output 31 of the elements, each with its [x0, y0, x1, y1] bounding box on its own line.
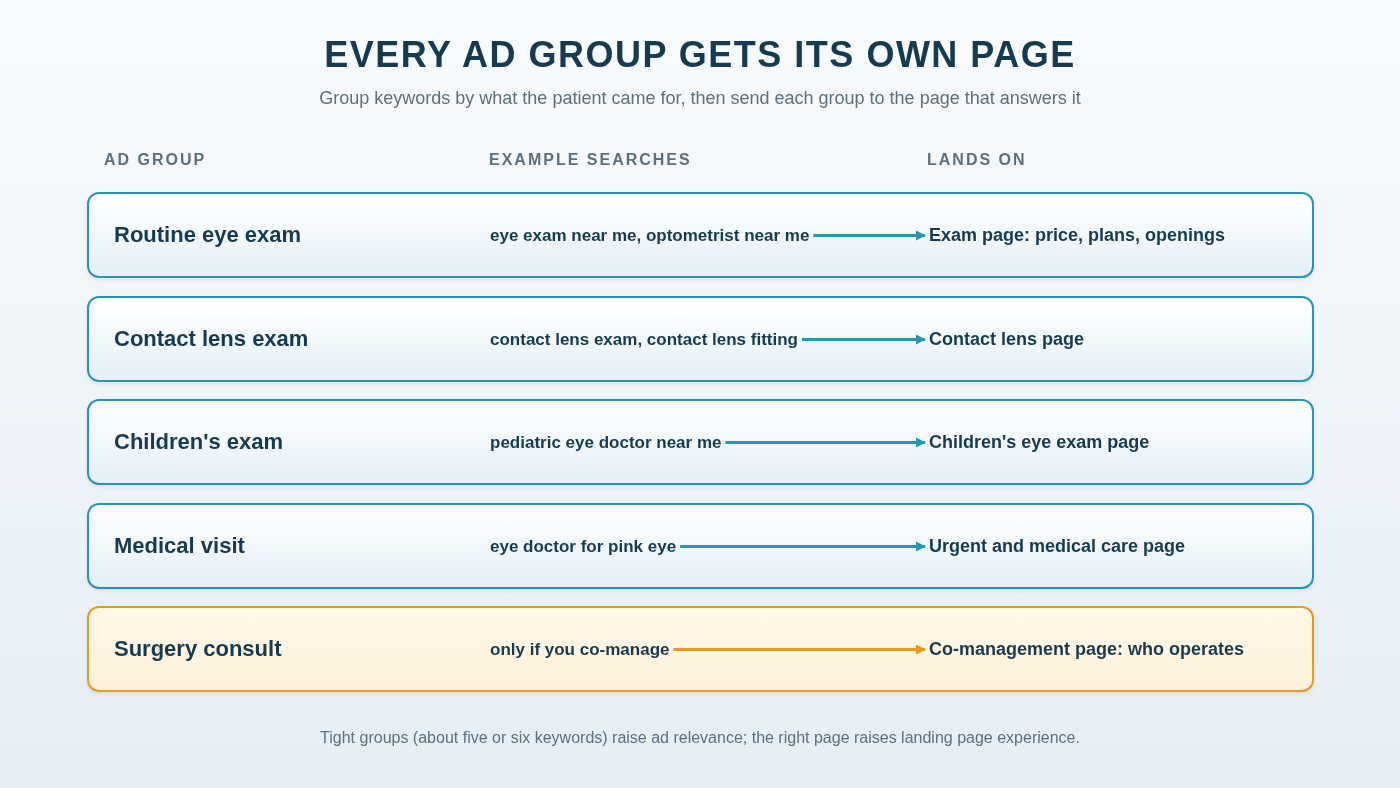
landing-page-name: Co-management page: who operates: [929, 639, 1245, 660]
example-searches: contact lens exam, contact lens fitting: [490, 330, 798, 350]
example-searches: pediatric eye doctor near me: [490, 433, 722, 453]
arrow: [813, 230, 926, 241]
ad-group-name: Children's exam: [114, 429, 284, 455]
ad-group-name: Routine eye exam: [114, 222, 302, 248]
title: EVERY AD GROUP GETS ITS OWN PAGE: [323, 34, 1077, 76]
ad-group-name: Contact lens exam: [114, 326, 309, 352]
ad-group-name: Medical visit: [114, 533, 245, 559]
arrow: [673, 644, 926, 655]
row-card: [87, 399, 1314, 485]
column-header: AD GROUP: [104, 151, 207, 169]
example-searches: only if you co-manage: [490, 640, 670, 660]
ad-group-name: Surgery consult: [114, 636, 282, 662]
subtitle: Group keywords by what the patient came for, then send each group to the page that answers it: [318, 88, 1082, 109]
arrow: [725, 437, 926, 448]
column-header: LANDS ON: [927, 151, 1027, 169]
row-card: [87, 503, 1314, 589]
row-card: [87, 192, 1314, 278]
arrow: [801, 334, 926, 345]
arrow: [680, 541, 926, 552]
column-header: EXAMPLE SEARCHES: [489, 151, 692, 169]
caption: Tight groups (about five or six keywords) raise ad relevance; the right page raises landing page experience.: [319, 729, 1081, 747]
row-card: [87, 606, 1314, 692]
landing-page-name: Urgent and medical care page: [929, 536, 1186, 557]
row-card: [87, 296, 1314, 382]
landing-page-name: Exam page: price, plans, openings: [929, 225, 1226, 246]
landing-page-name: Children's eye exam page: [929, 432, 1150, 453]
example-searches: eye doctor for pink eye: [490, 537, 677, 557]
example-searches: eye exam near me, optometrist near me: [490, 226, 810, 246]
landing-page-name: Contact lens page: [929, 329, 1085, 350]
